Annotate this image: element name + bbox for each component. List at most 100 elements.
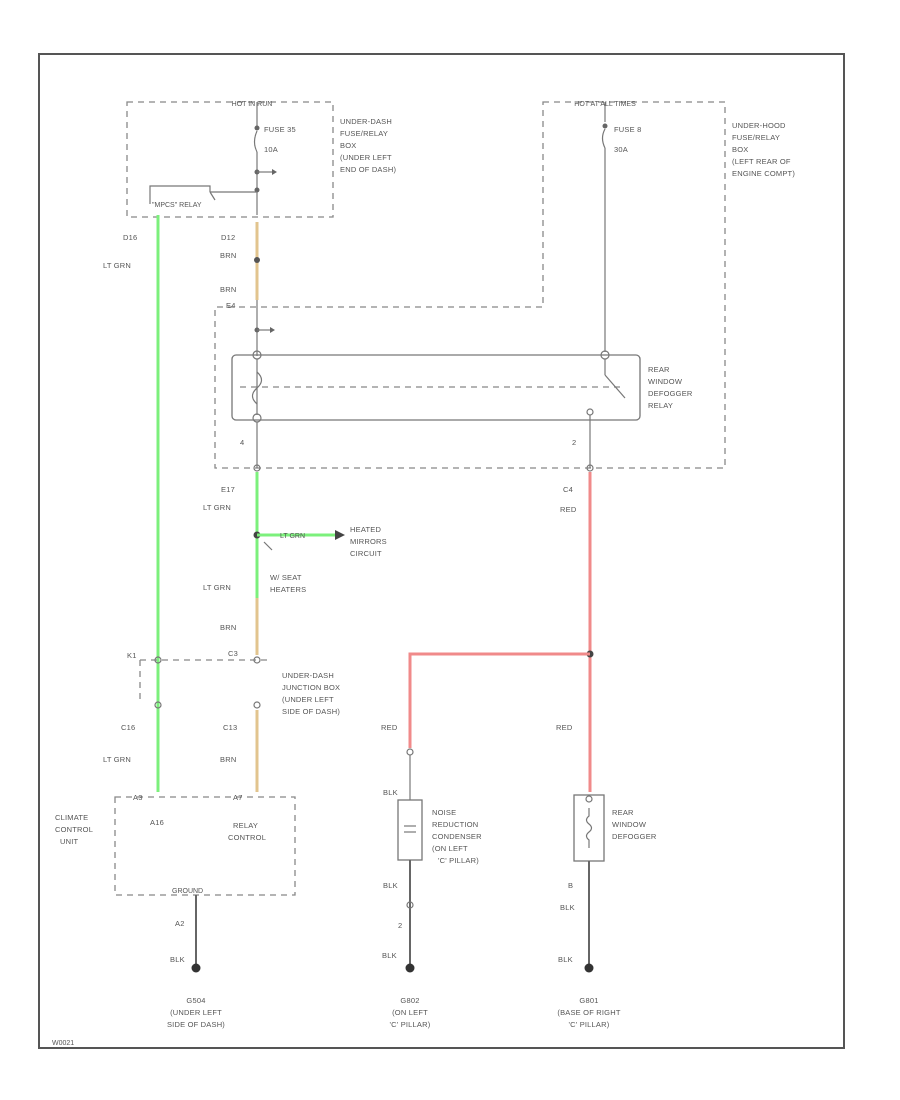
svg-text:REAR: REAR [612, 808, 634, 817]
svg-text:'C' PILLAR): 'C' PILLAR) [438, 856, 479, 865]
noise-reduction-condenser [397, 799, 423, 861]
svg-text:CONDENSER: CONDENSER [432, 832, 482, 841]
svg-text:END OF DASH): END OF DASH) [340, 165, 396, 174]
wire-label-brn-1: BRN [220, 251, 236, 260]
pin-c4: C4 [563, 485, 573, 494]
svg-text:RELAY: RELAY [648, 401, 673, 410]
svg-text:WINDOW: WINDOW [648, 377, 683, 386]
svg-text:SIDE OF DASH): SIDE OF DASH) [282, 707, 340, 716]
svg-text:(BASE OF RIGHT: (BASE OF RIGHT [557, 1008, 620, 1017]
pin-a3: A3 [133, 793, 143, 802]
under-dash-fuse-box [126, 101, 334, 218]
svg-text:CONTROL: CONTROL [55, 825, 93, 834]
svg-text:CONTROL: CONTROL [228, 833, 266, 842]
svg-text:(UNDER LEFT: (UNDER LEFT [282, 695, 334, 704]
pin-2-condenser: 2 [398, 921, 402, 930]
condenser-label: NOISE REDUCTION CONDENSER (ON LEFT 'C' P… [432, 808, 482, 865]
climate-control-label: CLIMATE CONTROL UNIT [55, 813, 93, 846]
defogger-heater-symbol [585, 808, 593, 848]
pin-4: 4 [240, 438, 244, 447]
seat-heaters-label: W/ SEAT HEATERS [270, 573, 306, 594]
under-hood-fuse-box [214, 101, 726, 469]
under-dash-box-label: UNDER-DASH FUSE/RELAY BOX (UNDER LEFT EN… [340, 117, 396, 174]
svg-text:BOX: BOX [732, 145, 748, 154]
fuse-35: FUSE 35 10A [253, 102, 296, 215]
pin-k1: K1 [127, 651, 137, 660]
svg-text:FUSE/RELAY: FUSE/RELAY [340, 129, 388, 138]
fuse-8: FUSE 8 30A [601, 102, 641, 352]
svg-text:JUNCTION BOX: JUNCTION BOX [282, 683, 340, 692]
svg-text:(ON LEFT: (ON LEFT [392, 1008, 428, 1017]
svg-text:UNDER-DASH: UNDER-DASH [340, 117, 392, 126]
pin-b: B [568, 881, 573, 890]
pin-c3: C3 [228, 649, 238, 658]
svg-text:"MPCS" RELAY: "MPCS" RELAY [152, 202, 202, 209]
svg-text:(ON LEFT: (ON LEFT [432, 844, 468, 853]
pin-e17: E17 [221, 485, 235, 494]
svg-text:UNDER-DASH: UNDER-DASH [282, 671, 334, 680]
defogger-label: REAR WINDOW DEFOGGER [612, 808, 657, 841]
wire-label-red-1: RED [560, 505, 577, 514]
heated-mirrors-label: HEATED MIRRORS CIRCUIT [350, 525, 387, 558]
wire-label-red-2: RED [381, 723, 398, 732]
svg-text:HEATERS: HEATERS [270, 585, 306, 594]
wire-label-lt-grn-4: LT GRN [203, 583, 231, 592]
ground-label: GROUND [172, 888, 203, 895]
svg-text:(UNDER LEFT: (UNDER LEFT [170, 1008, 222, 1017]
svg-text:'C' PILLAR): 'C' PILLAR) [390, 1020, 431, 1029]
wire-label-blk-6: BLK [558, 955, 573, 964]
svg-text:FUSE 35: FUSE 35 [264, 125, 296, 134]
wire-label-lt-grn-1: LT GRN [103, 261, 131, 270]
wire-label-blk-5: BLK [560, 903, 575, 912]
ground-g802 [405, 963, 415, 973]
wire-label-brn-4: BRN [220, 755, 236, 764]
pin-a7: A7 [233, 793, 243, 802]
svg-text:DEFOGGER: DEFOGGER [648, 389, 693, 398]
pin-2: 2 [572, 438, 576, 447]
wire-label-lt-grn-3: LT GRN [280, 533, 305, 540]
svg-text:30A: 30A [614, 145, 628, 154]
pin-d16: D16 [123, 233, 137, 242]
wire-label-lt-grn-2: LT GRN [203, 503, 231, 512]
pin-a16: A16 [150, 818, 164, 827]
g802-label: G802 (ON LEFT 'C' PILLAR) [390, 996, 431, 1029]
climate-control-unit [114, 796, 296, 896]
svg-text:ENGINE COMPT): ENGINE COMPT) [732, 169, 795, 178]
red-wire-branch [408, 652, 590, 748]
pin-a2: A2 [175, 919, 185, 928]
svg-text:WINDOW: WINDOW [612, 820, 647, 829]
defogger-relay-box [231, 354, 641, 421]
relay-switch [586, 350, 626, 416]
svg-text:W/ SEAT: W/ SEAT [270, 573, 302, 582]
svg-text:CLIMATE: CLIMATE [55, 813, 88, 822]
diagram-border [38, 53, 845, 1049]
wire-label-red-3: RED [556, 723, 573, 732]
relay-control-label: RELAY CONTROL [228, 821, 266, 842]
ground-g504 [191, 963, 201, 973]
mpcs-relay: "MPCS" RELAY [149, 185, 257, 209]
svg-text:RELAY: RELAY [233, 821, 258, 830]
svg-text:NOISE: NOISE [432, 808, 456, 817]
g801-label: G801 (BASE OF RIGHT 'C' PILLAR) [557, 996, 620, 1029]
wire-label-brn-3: BRN [220, 623, 236, 632]
wire-label-blk-2: BLK [383, 788, 398, 797]
under-hood-box-label: UNDER-HOOD FUSE/RELAY BOX (LEFT REAR OF … [732, 121, 795, 178]
svg-text:FUSE 8: FUSE 8 [614, 125, 641, 134]
wire-label-blk-4: BLK [382, 951, 397, 960]
junction-box-label: UNDER-DASH JUNCTION BOX (UNDER LEFT SIDE… [282, 671, 340, 716]
hot-in-run-label: HOT IN RUN [232, 101, 273, 108]
svg-text:HEATED: HEATED [350, 525, 381, 534]
svg-text:'C' PILLAR): 'C' PILLAR) [569, 1020, 610, 1029]
svg-text:(LEFT REAR OF: (LEFT REAR OF [732, 157, 791, 166]
junction-box [139, 659, 272, 700]
condenser-symbol [404, 825, 416, 833]
wire-label-blk-1: BLK [170, 955, 185, 964]
pin-c16: C16 [121, 723, 135, 732]
svg-text:UNDER-HOOD: UNDER-HOOD [732, 121, 786, 130]
diagram-id: W0021 [52, 1040, 74, 1047]
svg-text:REDUCTION: REDUCTION [432, 820, 478, 829]
rear-window-defogger [573, 794, 605, 862]
relay-label: REAR WINDOW DEFOGGER RELAY [648, 365, 693, 410]
svg-text:UNIT: UNIT [60, 837, 79, 846]
